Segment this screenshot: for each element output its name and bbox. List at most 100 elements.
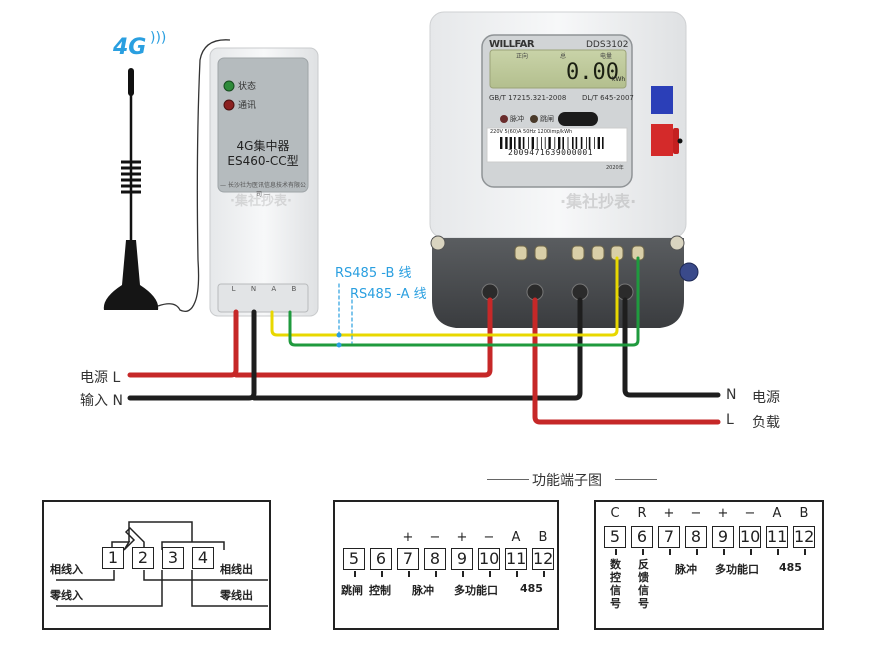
concentrator-terminal-block — [217, 283, 309, 313]
wire-live-in — [127, 309, 239, 378]
barcode-bar — [522, 137, 525, 149]
terminal-lead — [615, 549, 617, 555]
terminal-box: 12 — [793, 526, 815, 548]
screw-right — [669, 235, 685, 251]
terminal-screw — [571, 245, 585, 261]
concentrator-terminal-labels: L N A B — [224, 285, 304, 293]
terminal-B: B — [291, 285, 297, 293]
barcode-bar — [580, 137, 583, 149]
terminal-box: 3 — [162, 547, 184, 569]
comm-led — [223, 99, 235, 111]
meter-terminal-cover — [432, 238, 684, 328]
trip-led — [530, 115, 538, 123]
neutral-in-label: 零线入 — [50, 589, 83, 602]
terminal-sign: − — [690, 506, 702, 521]
terminal-lead — [669, 549, 671, 555]
meter-brand: WILLFAR — [489, 39, 535, 50]
rs485-b-label: RS485 -B 线 — [335, 266, 412, 281]
terminal-lead — [408, 571, 410, 577]
terminal-sign: − — [429, 530, 441, 545]
barcode-bar — [567, 137, 569, 149]
antenna — [103, 39, 231, 313]
barcode-bar — [554, 137, 556, 149]
meter-screws — [481, 245, 645, 301]
title-rule-left — [487, 479, 529, 480]
terminal-screw — [534, 245, 548, 261]
antenna-coil — [121, 160, 141, 194]
red-seal — [651, 124, 673, 156]
meter-device — [429, 11, 699, 328]
blue-seal — [651, 86, 673, 114]
terminal-lead — [723, 549, 725, 555]
concentrator-model: ES460-CC型 — [227, 154, 299, 168]
barcode-bar — [518, 137, 521, 149]
barcode-bar — [594, 137, 595, 149]
terminal-sign: A — [772, 506, 782, 521]
pulse-led — [500, 115, 508, 123]
right-neutral-code: N — [726, 387, 737, 403]
terminal-box: 8 — [424, 548, 446, 570]
terminal-box: 2 — [132, 547, 154, 569]
terminal-box: 9 — [712, 526, 734, 548]
wire-neutral-out — [622, 297, 721, 398]
meter-model: DDS3102 — [586, 40, 629, 50]
concentrator-name: 4G集中器 — [236, 139, 290, 153]
terminal-sign: − — [744, 506, 756, 521]
terminal-box: 8 — [685, 526, 707, 548]
terminal-lead — [489, 571, 491, 577]
terminal-lead — [642, 549, 644, 555]
antenna-base — [103, 240, 159, 310]
terminal-lead — [516, 571, 518, 577]
terminal-lead — [777, 549, 779, 555]
terminal-box: 6 — [370, 548, 392, 570]
terminal-box: 5 — [604, 526, 626, 548]
terminal-A: A — [271, 285, 277, 293]
terminal-box: 5 — [343, 548, 365, 570]
screw-left — [430, 235, 446, 251]
left-live-label: 电源 L — [80, 370, 121, 386]
barcode-bar — [602, 137, 604, 149]
terminal-lead — [462, 571, 464, 577]
group-multifunction: 多功能口 — [715, 563, 759, 576]
terminal-sign: + — [717, 506, 729, 521]
barcode-bar — [509, 137, 512, 149]
barcode-bar — [597, 137, 600, 149]
rs485-a-label: RS485 -A 线 — [350, 287, 427, 302]
terminal-screw — [514, 245, 528, 261]
power-diagram-lines — [56, 521, 268, 607]
terminal-screw — [591, 245, 605, 261]
wire-rs485-b — [270, 256, 619, 337]
barcode-bar — [575, 137, 578, 149]
wire-live-meter-in — [233, 297, 493, 378]
terminal-sign: + — [663, 506, 675, 521]
terminal-lead — [381, 571, 383, 577]
terminal-lead — [354, 571, 356, 577]
group-control: 控制 — [369, 584, 391, 597]
status-led-label: 状态 — [238, 82, 257, 92]
antenna-tip — [128, 68, 134, 96]
right-live-code: L — [726, 412, 734, 428]
barcode-bar — [531, 137, 534, 149]
terminal-box: 10 — [739, 526, 761, 548]
terminal-box: 12 — [532, 548, 554, 570]
terminal-sign: C — [610, 506, 620, 521]
meter-reading: 0.00 — [566, 60, 619, 85]
phase-in-label: 相线入 — [50, 563, 83, 576]
phase-out-label: 相线出 — [220, 563, 253, 576]
meter-std-left: GB/T 17215.321-2008 — [489, 94, 567, 102]
numeric-control-signal-label: 数控信号 — [610, 558, 621, 610]
group-multifunction: 多功能口 — [454, 584, 498, 597]
barcode-bar — [572, 137, 574, 149]
barcode-bar — [588, 137, 591, 149]
group-485: 485 — [779, 561, 802, 574]
terminal-sign: R — [637, 506, 647, 521]
meter-year: 2020年 — [606, 165, 624, 171]
barcode-bar — [536, 137, 538, 149]
wiring-illustration — [103, 11, 721, 425]
right-live-label: 负载 — [752, 415, 780, 431]
lcd-label-direction: 正向 — [516, 53, 529, 60]
terminal-lead — [750, 549, 752, 555]
terminal-sign: B — [538, 530, 548, 545]
terminal-box: 11 — [505, 548, 527, 570]
